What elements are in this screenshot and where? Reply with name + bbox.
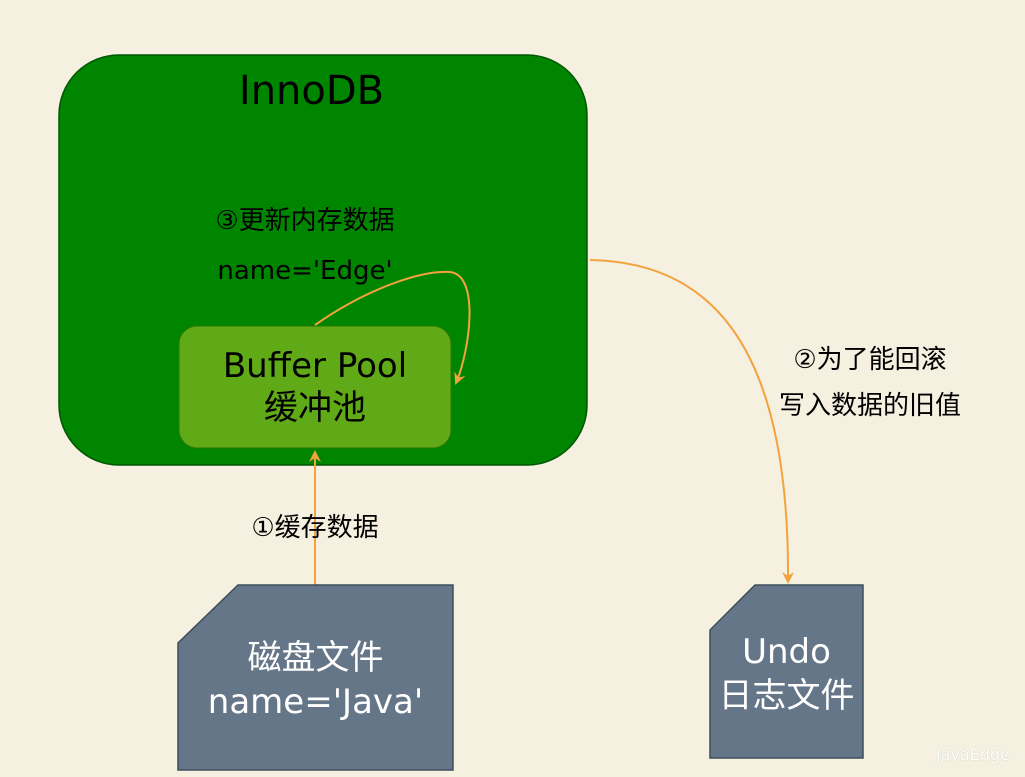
innodb-title: InnoDB	[238, 68, 385, 114]
disk-file-shape	[177, 584, 454, 771]
write-undo-arrow	[589, 259, 795, 584]
disk-file-line1: 磁盘文件	[247, 638, 384, 678]
disk-file-line2: name='Java'	[207, 682, 424, 722]
undo-file-line2: 日志文件	[718, 676, 855, 716]
disk-file-label: 磁盘文件 name='Java'	[178, 636, 453, 724]
step3-line2: name='Edge'	[217, 256, 393, 286]
undo-log-file-shape	[709, 584, 864, 759]
buffer-pool-line2: 缓冲池	[264, 388, 366, 428]
undo-file-line1: Undo	[742, 632, 831, 672]
undo-file-label: Undo 日志文件	[710, 630, 863, 718]
buffer-pool-line1: Buffer Pool	[222, 346, 408, 386]
step2-line2: 写入数据的旧值	[778, 391, 961, 421]
update-memory-arrow	[314, 270, 471, 385]
step3-line1: ③更新内存数据	[215, 206, 395, 236]
step1-label: ①缓存数据	[251, 513, 379, 543]
step2-line1: ②为了能回滚	[793, 345, 947, 375]
watermark: JavaEdge	[935, 745, 1010, 764]
step2-label: ②为了能回滚 写入数据的旧值	[740, 337, 1000, 429]
buffer-pool-box	[178, 325, 452, 449]
step3-label: ③更新内存数据 name='Edge'	[120, 196, 490, 296]
buffer-pool-label: Buffer Pool 缓冲池	[179, 345, 451, 429]
